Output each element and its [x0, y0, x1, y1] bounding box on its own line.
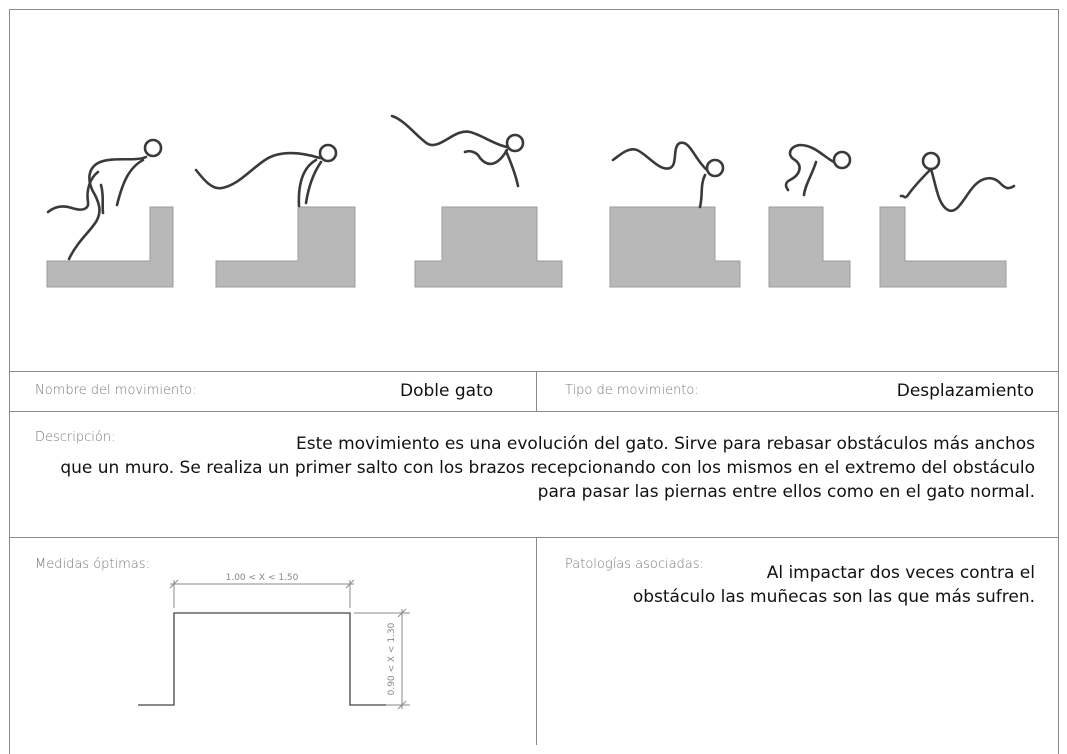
obstacle-block-1 [46, 206, 174, 288]
sheet-border [9, 9, 1059, 754]
figure-6 [899, 151, 1016, 213]
description-text: Este movimiento es una evolución del gat… [60, 434, 1035, 502]
divider-name-row [9, 411, 1059, 412]
optimal-measures-label: Medidas óptimas: [35, 557, 150, 572]
movement-type-value: Desplazamiento [896, 381, 1034, 401]
width-range-label: 1.00 < X < 1.50 [226, 573, 299, 583]
movement-name-value: Doble gato [400, 381, 494, 401]
divider-description [9, 537, 1059, 538]
height-range-label: 0.90 < X < 1.30 [387, 622, 397, 695]
pathologies-text: Al impactar dos veces contra el obstácul… [632, 563, 1035, 607]
divider-name-type [536, 371, 537, 411]
description-label: Descripción: [35, 430, 116, 445]
figure-5 [784, 143, 852, 197]
figure-4 [611, 141, 725, 209]
obstacle-profile [138, 612, 386, 706]
divider-measures-pathologies [536, 537, 537, 745]
obstacle-block-6 [879, 206, 1007, 288]
dimension-drawing: 1.00 < X < 1.50 0.90 < X < 1.30 [138, 573, 410, 710]
figure-2 [194, 143, 338, 208]
movement-name-label: Nombre del movimiento: [35, 383, 197, 398]
pathologies-label: Patologías asociadas: [565, 557, 704, 572]
figure-3 [390, 114, 525, 188]
movement-type-label: Tipo de movimiento: [565, 383, 699, 398]
movement-sequence-illustration [46, 114, 1016, 288]
divider-top [9, 371, 1059, 372]
obstacle-block-5 [768, 206, 851, 288]
obstacle-block-4 [609, 206, 741, 288]
obstacle-block-2 [215, 206, 356, 288]
figure-1 [46, 138, 163, 261]
obstacle-block-3 [414, 206, 563, 288]
